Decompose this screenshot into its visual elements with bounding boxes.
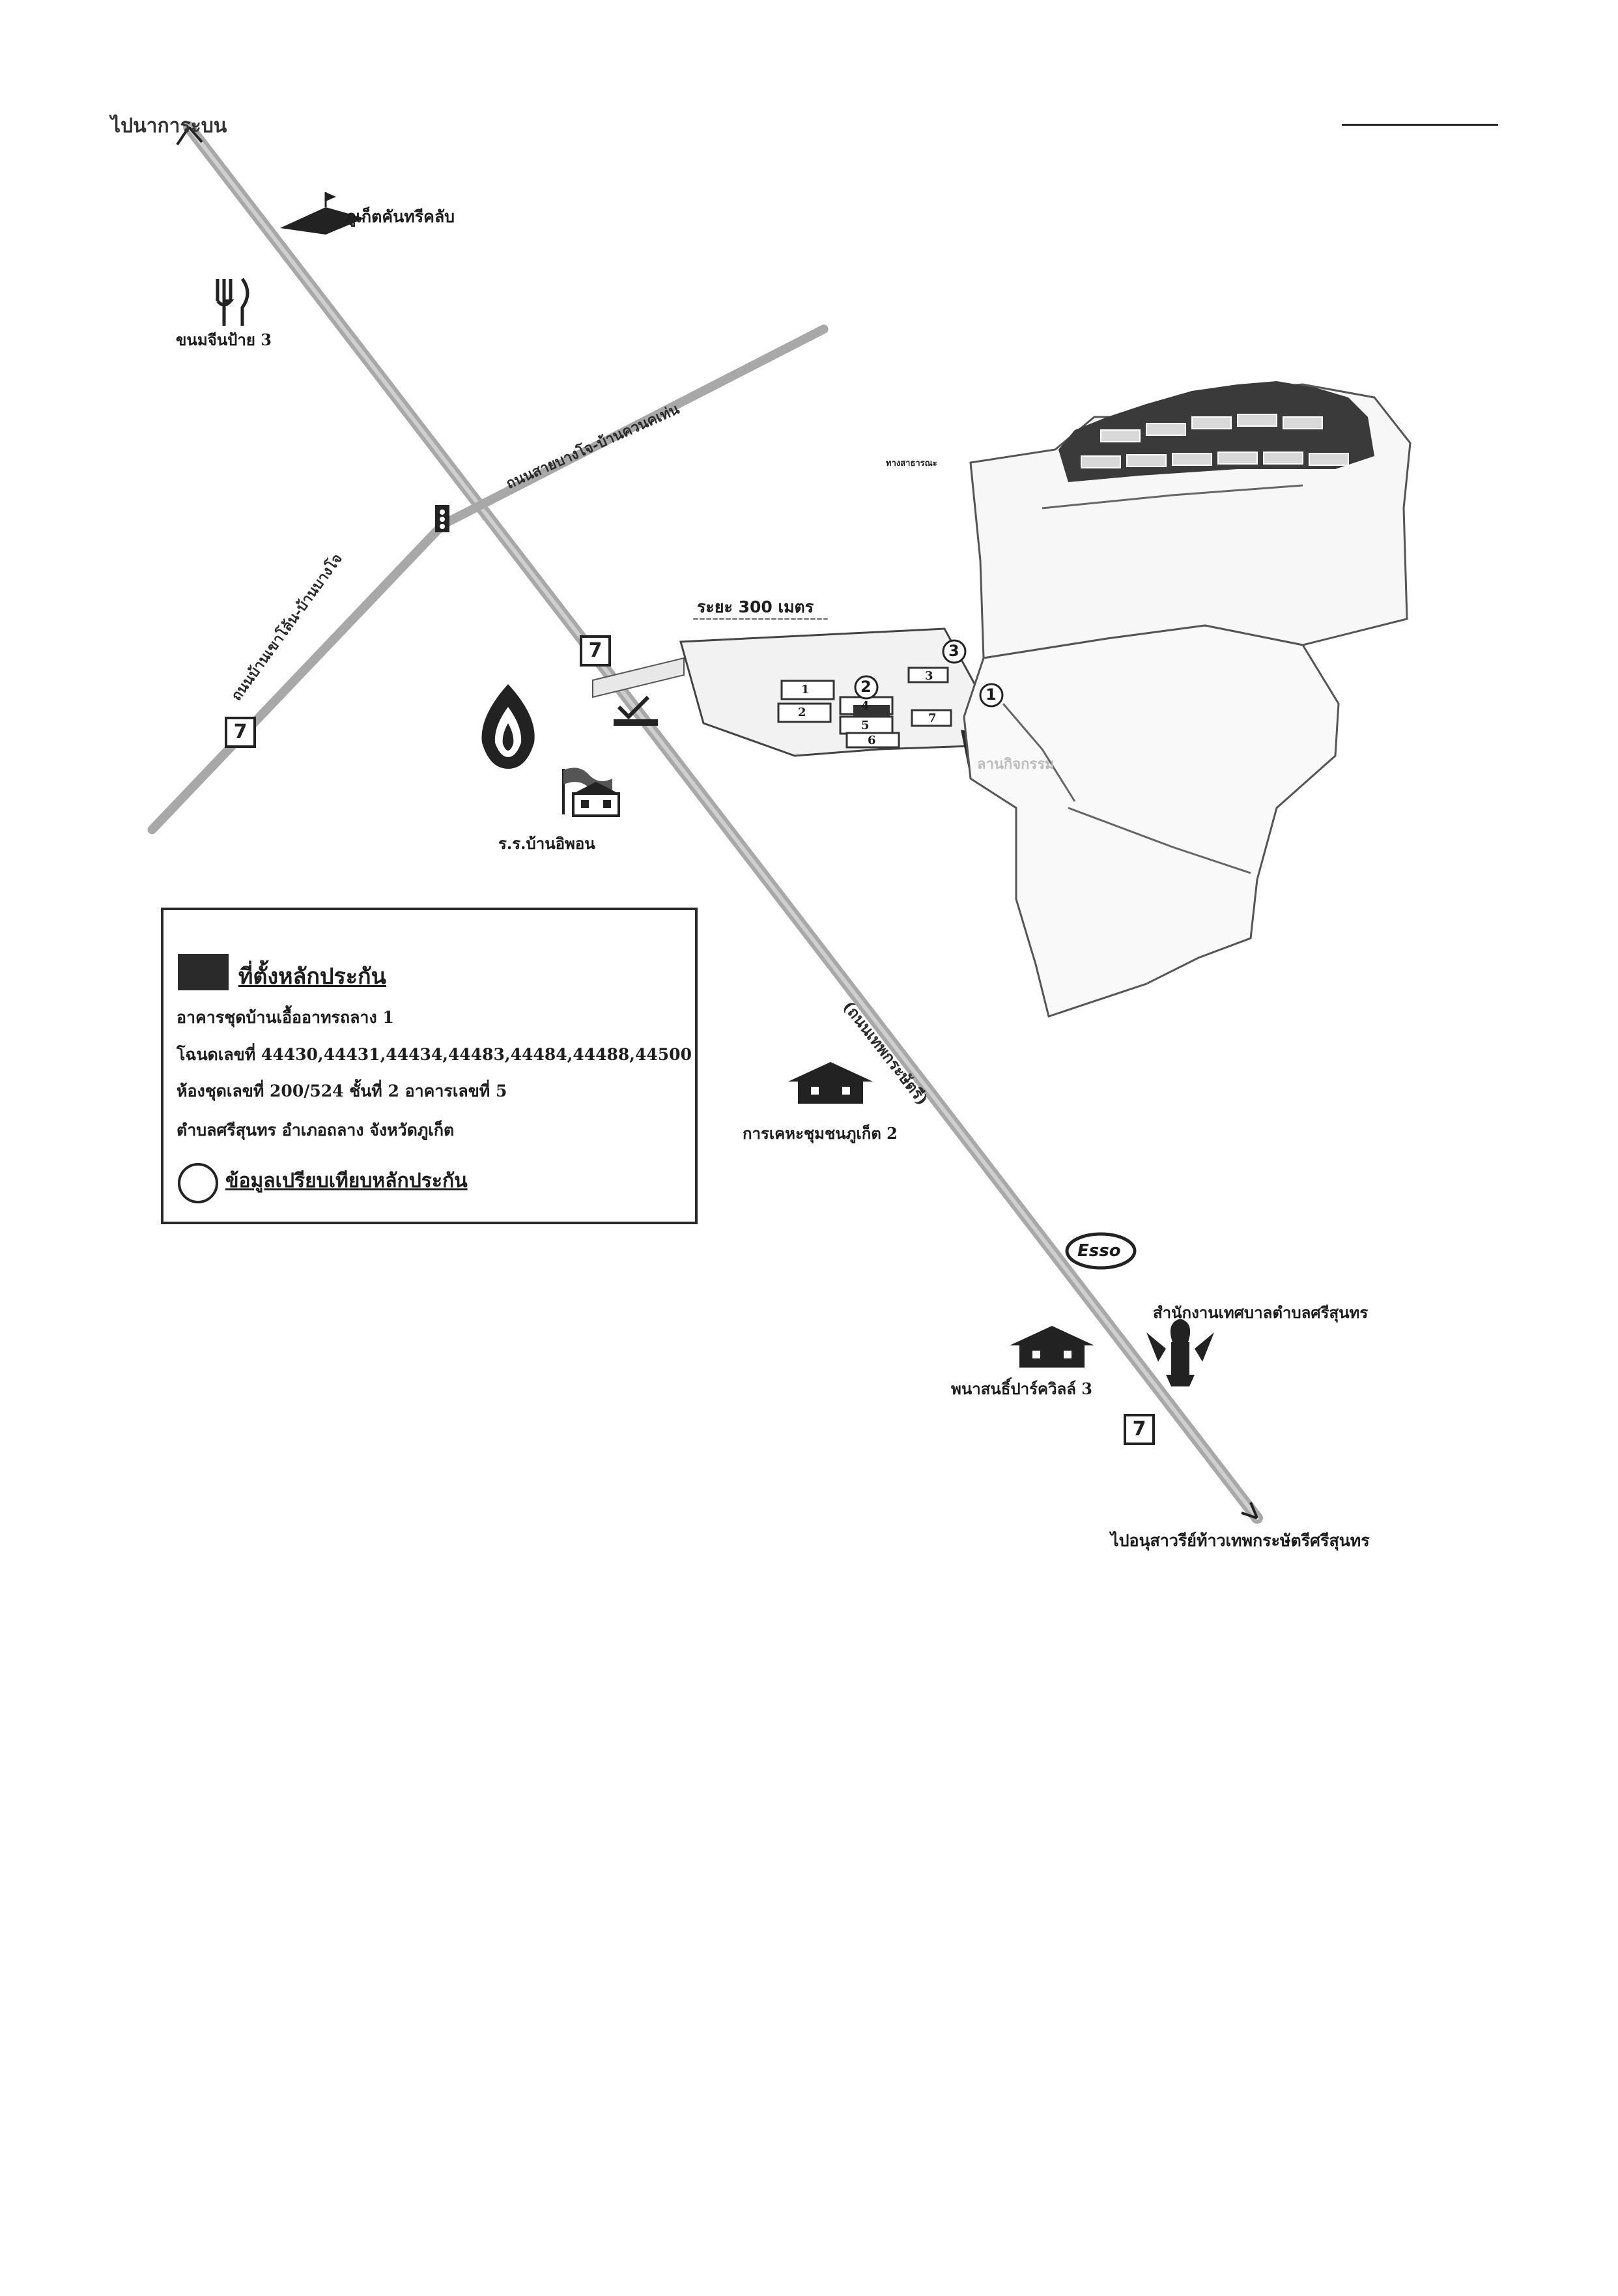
comparison-circle	[178, 1163, 218, 1203]
hill-buildings	[1081, 414, 1349, 468]
ptt-flame-icon	[481, 684, 535, 769]
plot-number: 2	[798, 706, 806, 719]
community-label: การเคหะชุมชนภูเก็ต 2	[743, 1124, 898, 1143]
traffic-light-icon	[435, 505, 449, 532]
map-title: ไปนาการะบน	[111, 115, 227, 137]
plot-number: 7	[928, 711, 937, 725]
access-road	[592, 657, 685, 698]
marker-circles	[854, 639, 1004, 708]
marker-1: 1	[986, 685, 997, 704]
golf-icon	[280, 192, 365, 235]
collateral-swatch	[178, 954, 229, 990]
plot-number: 1	[801, 683, 810, 696]
legend-comparison: ข้อมูลเปรียบเทียบหลักประกัน	[225, 1170, 468, 1192]
school-icon	[562, 768, 620, 817]
marker-3: 3	[948, 642, 959, 660]
garuda-icon	[1146, 1319, 1214, 1386]
road-khao-lan	[147, 520, 447, 835]
destination-label: ไปอนุสาวรีย์ท้าวเทพกระษัตรีศรีสุนทร	[1111, 1531, 1370, 1550]
seven-eleven-icon: 7	[580, 635, 611, 667]
seven-eleven-icon: 7	[225, 717, 256, 748]
distance-label: ระยะ 300 เมตร	[697, 597, 814, 616]
plot-number: 3	[925, 669, 933, 683]
legend-title: ที่ตั้งหลักประกัน	[238, 964, 386, 990]
marker-2: 2	[860, 678, 872, 696]
park-label: พนาสนธิ์ปาร์ควิลล์ 3	[951, 1379, 1093, 1398]
collateral-building	[853, 705, 890, 717]
house-icon	[1010, 1326, 1094, 1368]
project-area-label: ลานกิจกรรม	[977, 756, 1055, 773]
checkmark-icon	[614, 695, 658, 726]
fork-knife-icon	[216, 278, 249, 326]
restaurant-label: ขนมจีนป้าย 3	[176, 330, 272, 349]
arrow-icon	[176, 126, 1258, 1519]
esso-label: Esso	[1077, 1241, 1121, 1261]
header-rule	[1342, 124, 1498, 126]
school-label: ร.ร.บ้านอิพอน	[498, 834, 595, 853]
legend-line-4: ตำบลศรีสุนทร อำเภอถลาง จังหวัดภูเก็ต	[177, 1121, 455, 1140]
esso-icon	[1065, 1232, 1137, 1270]
seven-eleven-icon: 7	[1124, 1414, 1155, 1445]
legend-line-1: อาคารชุดบ้านเอื้ออาทรถลาง 1	[177, 1008, 394, 1027]
house-icon	[788, 1062, 873, 1104]
municipal-label: สำนักงานเทศบาลตำบลศรีสุนทร	[1153, 1303, 1369, 1322]
golf-label: ภูเก็ตคันทรีคลับ	[345, 207, 455, 226]
plot-number: 6	[868, 734, 876, 747]
subdivision-south	[963, 624, 1340, 1018]
plot-number: 4	[861, 699, 870, 713]
top-note-label: ทางสาธารณะ	[886, 459, 937, 468]
legend-box: ที่ตั้งหลักประกัน อาคารชุดบ้านเอื้ออาทรถ…	[161, 908, 698, 1224]
legend-line-3: ห้องชุดเลขที่ 200/524 ชั้นที่ 2 อาคารเลข…	[177, 1082, 507, 1100]
legend-line-2: โฉนดเลขที่ 44430,44431,44434,44483,44484…	[177, 1045, 692, 1064]
plot-number: 5	[861, 719, 870, 732]
road-bang-jo	[438, 324, 829, 529]
